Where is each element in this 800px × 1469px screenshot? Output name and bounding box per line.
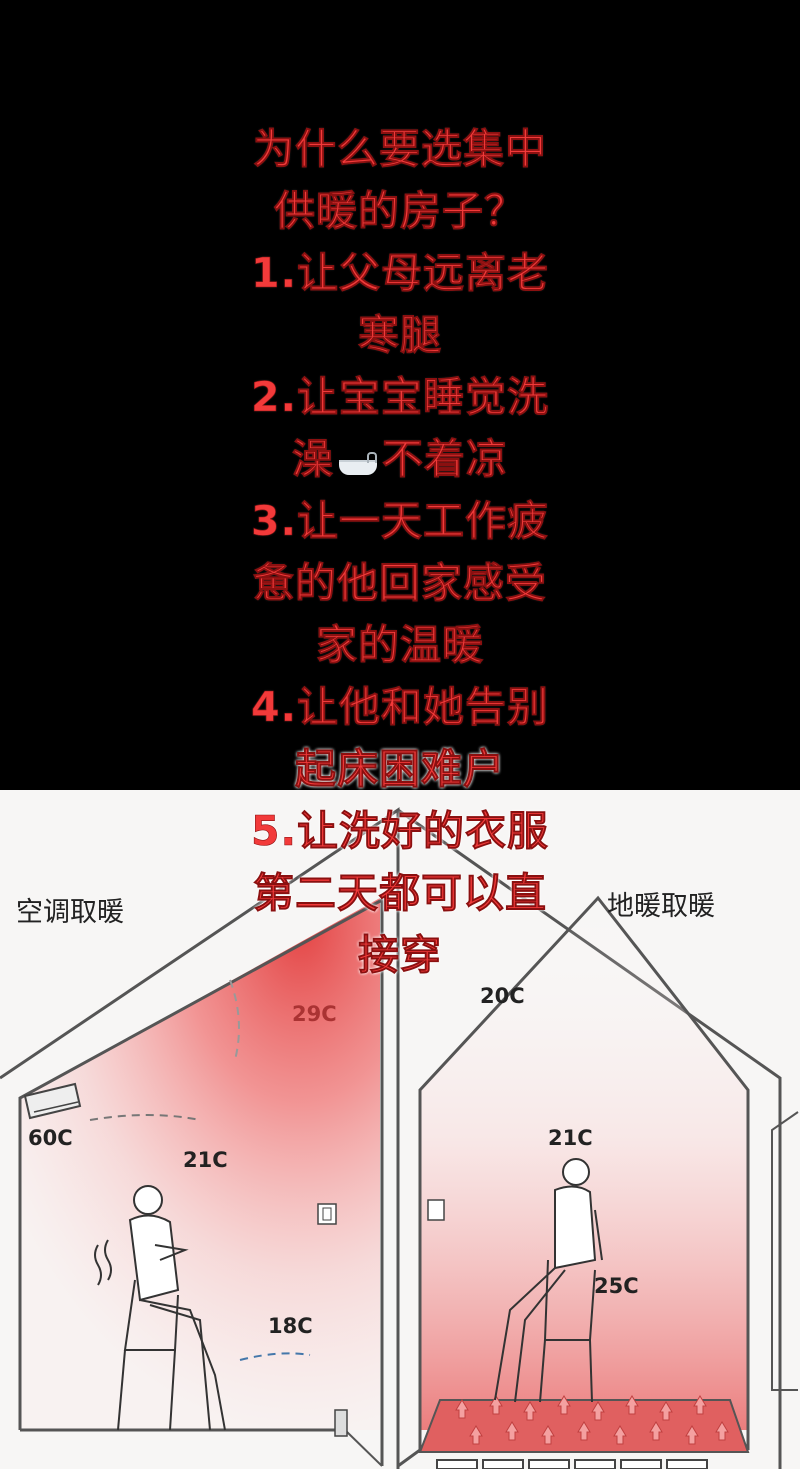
right-edge-wall [771, 1111, 799, 1391]
caption-line-12: 5.让洗好的衣服 [250, 807, 550, 856]
caption-line-11: 起床困难户 [295, 745, 505, 794]
right-inner-wall [397, 895, 750, 1468]
left-unit-temp: 60C [28, 1126, 73, 1150]
right-middle-temp: 21C [548, 1126, 593, 1150]
caption-line-5: 2.让宝宝睡觉洗 [250, 373, 550, 422]
caption-line-6b: 不着凉 [382, 435, 508, 484]
left-room-heat [20, 898, 380, 1430]
caption-line-1: 为什么要选集中 [253, 125, 547, 174]
floor-heating-pipes [436, 1459, 708, 1469]
caption-line-3: 1.让父母远离老 [250, 249, 550, 298]
caption-line-9: 家的温暖 [316, 621, 484, 670]
right-room [397, 895, 750, 1469]
heat-arrows [455, 1395, 729, 1445]
caption-line-13: 第二天都可以直 [253, 869, 547, 918]
bathtub-icon [337, 451, 379, 475]
caption-line-7: 3.让一天工作疲 [250, 497, 550, 546]
right-house-outline [397, 808, 782, 1469]
caption-text: 为什么要选集中 供暖的房子？ 1.让父母远离老 寒腿 2.让宝宝睡觉洗 澡不着凉… [150, 118, 650, 986]
person-cold [94, 1185, 226, 1431]
caption-line-14: 接穿 [358, 931, 442, 980]
top-black-background [0, 0, 800, 790]
right-ceiling-temp: 20C [480, 984, 525, 1008]
caption-line-6a: 澡 [292, 435, 334, 484]
left-middle-temp: 21C [183, 1148, 228, 1172]
left-room-label: 空调取暖 [16, 897, 124, 928]
left-room [18, 897, 384, 1467]
caption-line-10: 4.让他和她告别 [250, 683, 550, 732]
caption-line-6: 澡不着凉 [150, 428, 650, 490]
caption-line-2: 供暖的房子？ [274, 187, 526, 236]
right-room-label: 地暖取暖 [607, 891, 715, 922]
caption-line-4: 寒腿 [358, 311, 442, 360]
caption-line-8: 惫的他回家感受 [253, 559, 547, 608]
ac-unit [23, 1082, 82, 1120]
left-ceiling-temp: 29C [292, 1002, 337, 1026]
right-floor-temp: 25C [594, 1274, 639, 1298]
heating-comparison-illustration [0, 790, 800, 1469]
person-relaxed [494, 1158, 603, 1403]
left-inner-wall [18, 897, 384, 1466]
left-floor-temp: 18C [268, 1314, 313, 1338]
